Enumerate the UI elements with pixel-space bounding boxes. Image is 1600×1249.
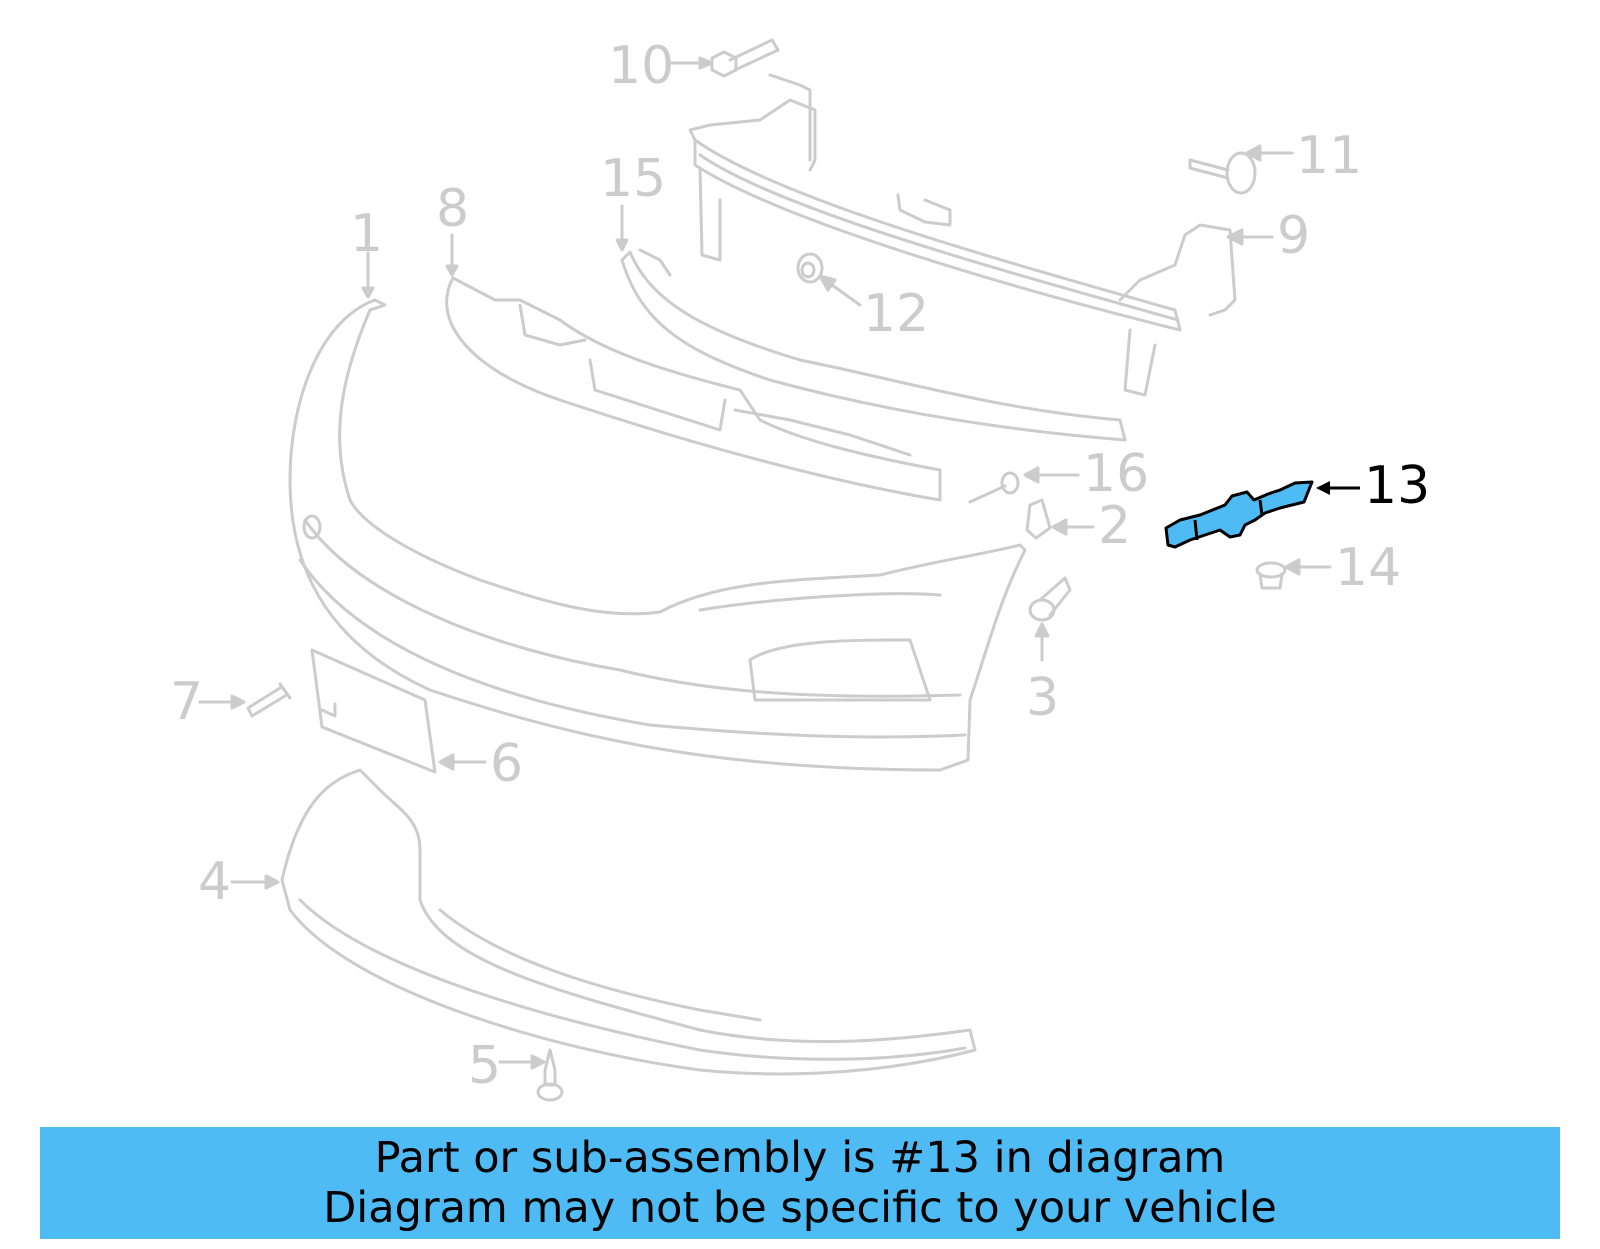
- callout-9: 9: [1277, 206, 1311, 266]
- callout-8: 8: [436, 179, 470, 239]
- part-14-nut: [1255, 558, 1332, 590]
- part-16-pin: [968, 466, 1080, 504]
- banner-part-line: Part or sub-assembly is #13 in diagram: [374, 1133, 1226, 1183]
- part-3-screw: [1028, 576, 1072, 662]
- callout-15: 15: [600, 149, 667, 209]
- part-6-plate-bracket: [310, 648, 487, 774]
- part-12-nut: [796, 252, 862, 307]
- info-banner: Part or sub-assembly is #13 in diagram D…: [40, 1127, 1560, 1239]
- parts-diagram: [198, 38, 1360, 1102]
- callout-3: 3: [1026, 668, 1060, 728]
- callout-14: 14: [1335, 538, 1402, 598]
- banner-disclaimer-line: Diagram may not be specific to your vehi…: [323, 1183, 1277, 1233]
- callout-5: 5: [468, 1036, 502, 1096]
- callout-12: 12: [863, 284, 930, 344]
- callout-13: 13: [1364, 456, 1431, 516]
- callout-1: 1: [350, 204, 384, 264]
- part-7-pin: [198, 682, 292, 718]
- callout-11: 11: [1296, 126, 1363, 186]
- part-13-highlighted-bracket: [1164, 480, 1360, 549]
- callout-4: 4: [198, 852, 232, 912]
- callout-10: 10: [608, 36, 675, 96]
- part-11-screw: [1188, 144, 1294, 195]
- part-2-clip: [1025, 498, 1095, 540]
- part-10-bolt: [669, 38, 780, 78]
- part-15-strip: [615, 204, 1127, 442]
- part-9-bracket: [1226, 228, 1274, 246]
- part-4-lower-valance: [230, 768, 977, 1076]
- callout-16: 16: [1083, 444, 1150, 504]
- part-5-screw: [498, 1048, 564, 1102]
- callout-6: 6: [490, 734, 524, 794]
- part-8-absorber: [445, 233, 942, 502]
- callout-2: 2: [1098, 496, 1132, 556]
- part-1-bumper-cover: [288, 251, 1027, 772]
- part-rebar: [688, 73, 1237, 397]
- callout-7: 7: [170, 672, 204, 732]
